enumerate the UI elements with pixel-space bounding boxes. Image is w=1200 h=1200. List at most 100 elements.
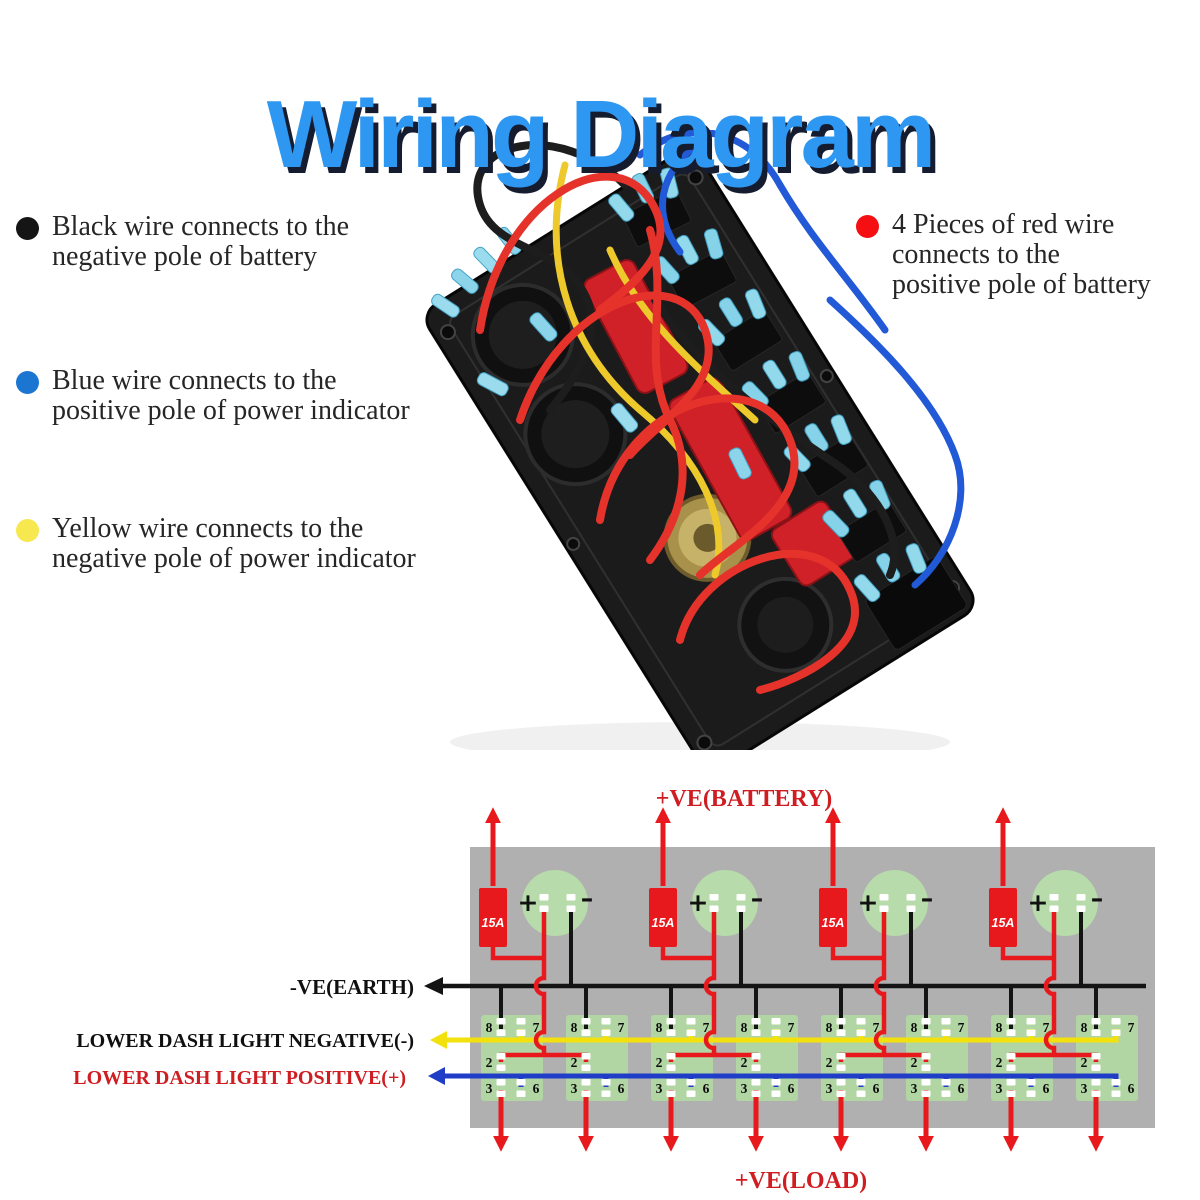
terminal-pin	[1111, 1090, 1121, 1097]
terminal-pin	[496, 1029, 506, 1036]
terminal-pin	[686, 1090, 696, 1097]
terminal-pin	[601, 1018, 611, 1025]
terminal-pin	[686, 1079, 696, 1086]
terminal-pin	[1006, 1053, 1016, 1060]
switch-block	[481, 1015, 543, 1101]
terminal-pin	[1006, 1064, 1016, 1071]
switch-block	[991, 1015, 1053, 1101]
terminal-pin	[751, 1018, 761, 1025]
dash-positive-arrowhead	[428, 1067, 445, 1085]
dash-light-positive-label: LOWER DASH LIGHT POSITIVE(+)	[73, 1067, 406, 1089]
positive-feed-wire	[533, 910, 547, 1056]
terminal-number: 3	[741, 1081, 748, 1096]
terminal-pin	[1006, 1018, 1016, 1025]
terminal-number: 15A	[482, 916, 505, 930]
terminal-pin	[686, 1018, 696, 1025]
terminal-pin	[1006, 1090, 1016, 1097]
terminal-number: –	[751, 884, 764, 913]
terminal-number: 2	[656, 1055, 663, 1070]
terminal-pin	[566, 905, 576, 912]
load-label: +VE(LOAD)	[735, 1168, 867, 1194]
fuse	[989, 888, 1017, 947]
terminal-pin	[921, 1029, 931, 1036]
terminal-pin	[581, 1029, 591, 1036]
terminal-pin	[1026, 1090, 1036, 1097]
terminal-number: 3	[996, 1081, 1003, 1096]
terminal-number: 2	[826, 1055, 833, 1070]
terminal-pin	[666, 1053, 676, 1060]
terminal-pin	[1091, 1079, 1101, 1086]
terminal-pin	[921, 1079, 931, 1086]
terminal-pin	[736, 905, 746, 912]
terminal-number: 15A	[822, 916, 845, 930]
terminal-number: +	[688, 888, 709, 917]
terminal-number: 7	[1043, 1020, 1050, 1035]
terminal-pin	[1049, 905, 1059, 912]
terminal-pin	[709, 905, 719, 912]
terminal-number: 3	[486, 1081, 493, 1096]
terminal-number: 6	[958, 1081, 965, 1096]
terminal-pin	[581, 1090, 591, 1097]
terminal-number: +	[1028, 888, 1049, 917]
terminal-number: 15A	[992, 916, 1015, 930]
terminal-pin	[539, 894, 549, 901]
terminal-pin	[921, 1090, 931, 1097]
terminal-pin	[906, 894, 916, 901]
terminal-number: 7	[873, 1020, 880, 1035]
fuse	[479, 888, 507, 947]
fuse	[649, 888, 677, 947]
terminal-number: 2	[741, 1055, 748, 1070]
terminal-pin	[1091, 1018, 1101, 1025]
terminal-pin	[516, 1029, 526, 1036]
terminal-pin	[666, 1029, 676, 1036]
legend-item-red-wire: 4 Pieces of red wire connects to the pos…	[856, 210, 1151, 300]
terminal-pin	[1111, 1018, 1121, 1025]
terminal-pin	[496, 1090, 506, 1097]
terminal-pin	[941, 1029, 951, 1036]
yellow-wire-bullet-icon	[16, 519, 39, 542]
switch-block	[566, 1015, 628, 1101]
switch-block	[821, 1015, 883, 1101]
terminal-number: –	[921, 884, 934, 913]
terminal-pin	[1111, 1029, 1121, 1036]
wire-tangle	[473, 130, 965, 694]
fuse-output-wire	[1000, 945, 1054, 961]
terminal-number: 8	[741, 1020, 748, 1035]
fuse-output-wire	[830, 945, 884, 961]
terminal-pin	[1026, 1029, 1036, 1036]
terminal-pin	[601, 1090, 611, 1097]
terminal-pin	[921, 1064, 931, 1071]
legend-item-yellow-wire: Yellow wire connects to the negative pol…	[16, 514, 416, 574]
terminal-pin	[751, 1029, 761, 1036]
terminal-pin	[566, 894, 576, 901]
terminal-pin	[1076, 894, 1086, 901]
terminal-number: +	[518, 888, 539, 917]
terminal-pin	[1026, 1079, 1036, 1086]
terminal-number: 2	[911, 1055, 918, 1070]
terminal-pin	[581, 1053, 591, 1060]
legend-line: Black wire connects to the	[52, 211, 350, 242]
terminal-number: 3	[911, 1081, 918, 1096]
terminal-number: 8	[911, 1020, 918, 1035]
legend-line: negative pole of power indicator	[52, 543, 416, 574]
switch-terminals	[608, 167, 967, 650]
terminal-number: –	[581, 884, 594, 913]
terminal-pin	[516, 1018, 526, 1025]
terminal-number: 2	[571, 1055, 578, 1070]
terminal-number: 8	[1081, 1020, 1088, 1035]
terminal-pin	[836, 1064, 846, 1071]
terminal-pin	[836, 1029, 846, 1036]
fuse	[819, 888, 847, 947]
terminal-pin	[1111, 1079, 1121, 1086]
terminal-pin	[539, 905, 549, 912]
positive-feed-wire	[703, 910, 717, 1056]
terminal-pin	[1091, 1029, 1101, 1036]
terminal-pin	[751, 1053, 761, 1060]
terminal-pin	[879, 905, 889, 912]
terminal-number: 7	[958, 1020, 965, 1035]
terminal-pin	[1076, 905, 1086, 912]
terminal-pin	[666, 1090, 676, 1097]
terminal-pin	[666, 1018, 676, 1025]
terminal-pin	[771, 1090, 781, 1097]
screw-holes	[439, 169, 961, 750]
